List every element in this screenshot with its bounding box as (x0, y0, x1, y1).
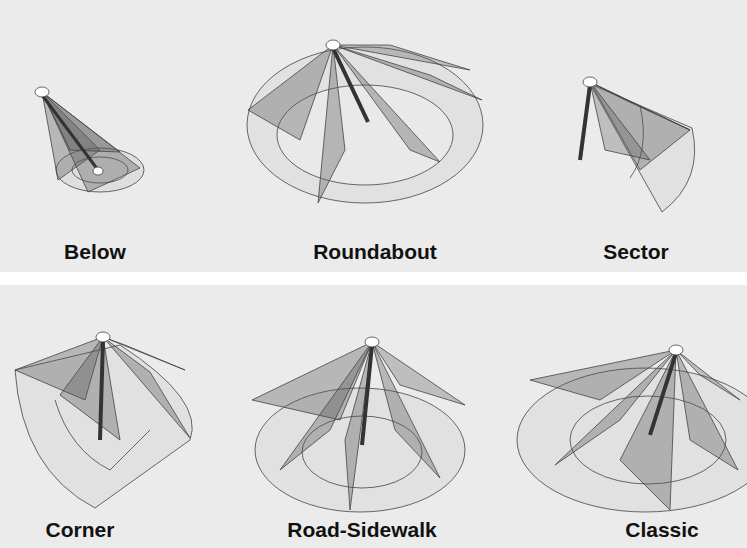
light-cone (252, 337, 465, 512)
caption-label: Road-Sidewalk (287, 518, 436, 542)
caption-label: Below (64, 240, 126, 264)
light-beam (345, 342, 372, 510)
light-cone (247, 40, 483, 203)
light-beam (590, 82, 650, 160)
light-beam (372, 342, 465, 405)
light-cone (517, 345, 747, 512)
light-beam (248, 45, 333, 140)
pole (333, 48, 368, 122)
lamp (365, 337, 379, 347)
light-cone (580, 77, 695, 212)
pole (42, 95, 98, 170)
lamp (96, 332, 110, 342)
caption-label: Sector (603, 240, 668, 264)
light-beam (42, 92, 120, 152)
lamp (35, 87, 49, 97)
pole-base (93, 167, 103, 175)
panel (0, 0, 747, 272)
light-beam (333, 45, 470, 70)
caption-label: Corner (46, 518, 115, 542)
pole (100, 340, 103, 440)
lamp (326, 40, 340, 50)
lamp (669, 345, 683, 355)
light-beam (676, 350, 740, 400)
light-beam (60, 337, 120, 440)
light-beam (372, 342, 440, 478)
caption-label: Roundabout (313, 240, 437, 264)
lamp (583, 77, 597, 87)
light-beam (103, 337, 185, 370)
caption-label: Classic (625, 518, 699, 542)
light-beam (103, 337, 190, 438)
light-cone (35, 87, 144, 192)
light-beam (620, 350, 676, 510)
light-beam (42, 92, 140, 192)
pole (362, 345, 372, 445)
pole (650, 353, 676, 435)
light-beam (676, 350, 738, 470)
light-beam (590, 82, 690, 170)
pole (580, 85, 590, 160)
light-cone (15, 332, 192, 508)
